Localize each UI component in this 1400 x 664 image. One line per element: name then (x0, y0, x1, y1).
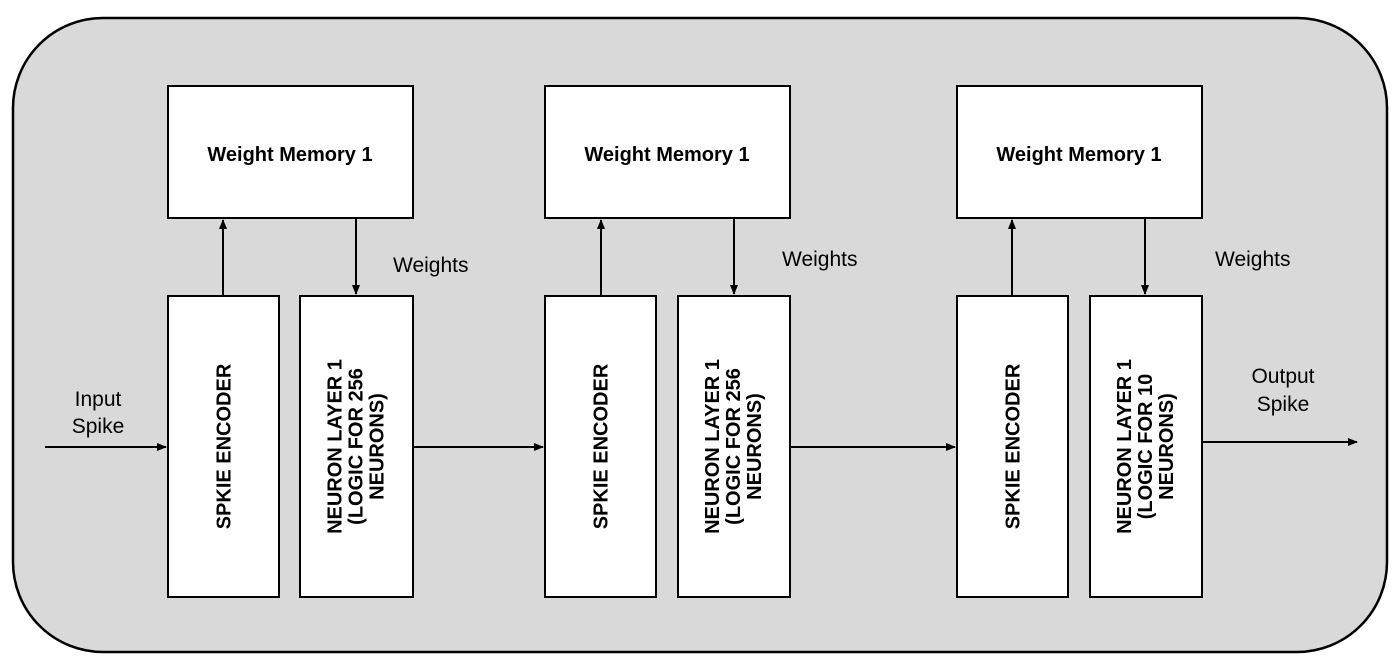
input-label-line-2: Spike (72, 415, 125, 438)
weight-memory-box (956, 85, 1203, 219)
neuron-layer-label-line-3: NEURONS) (1156, 393, 1178, 500)
weight-memory-box (544, 85, 791, 219)
spike-encoder-box (544, 295, 657, 598)
neuron-layer-label-line-2: (LOGIC FOR 256 (723, 368, 745, 525)
spike-encoder-label: SPKIE ENCODER (1003, 363, 1025, 529)
spike-encoder-label: SPKIE ENCODER (591, 363, 613, 529)
output-label-line-2: Spike (1257, 393, 1310, 416)
neuron-layer-label-line-2: (LOGIC FOR 10 (1135, 374, 1157, 520)
neuron-layer-label-line-1: NEURON LAYER 1 (702, 359, 724, 534)
neuron-layer-label-line-3: NEURONS) (367, 393, 389, 500)
neuron-layer-box (1089, 295, 1203, 598)
neuron-layer-label-line-2: (LOGIC FOR 256 (346, 368, 368, 525)
output-label-line-1: Output (1251, 365, 1314, 388)
neuron-layer-box (299, 295, 414, 598)
weight-memory-label: Weight Memory 1 (207, 144, 372, 166)
spike-encoder-label: SPKIE ENCODER (214, 363, 236, 529)
spike-encoder-box (956, 295, 1069, 598)
stage-2: Weight Memory 1 SPKIE ENCODER NEURON LAY… (544, 85, 857, 598)
weights-label: Weights (393, 254, 468, 277)
weight-memory-label: Weight Memory 1 (584, 144, 749, 166)
weights-label: Weights (1215, 248, 1290, 271)
neuron-layer-box (677, 295, 791, 598)
input-label-line-1: Input (75, 388, 122, 411)
neuron-layer-label-line-1: NEURON LAYER 1 (1114, 359, 1136, 534)
stage-3: Weight Memory 1 SPKIE ENCODER NEURON LAY… (956, 85, 1290, 598)
neuron-layer-label-line-3: NEURONS) (744, 393, 766, 500)
weight-memory-label: Weight Memory 1 (996, 144, 1161, 166)
weights-label: Weights (782, 248, 857, 271)
weight-memory-box (167, 85, 414, 219)
neuron-layer-label-line-1: NEURON LAYER 1 (325, 359, 347, 534)
stage-1: Weight Memory 1 SPKIE ENCODER NEURON LAY… (167, 85, 468, 598)
